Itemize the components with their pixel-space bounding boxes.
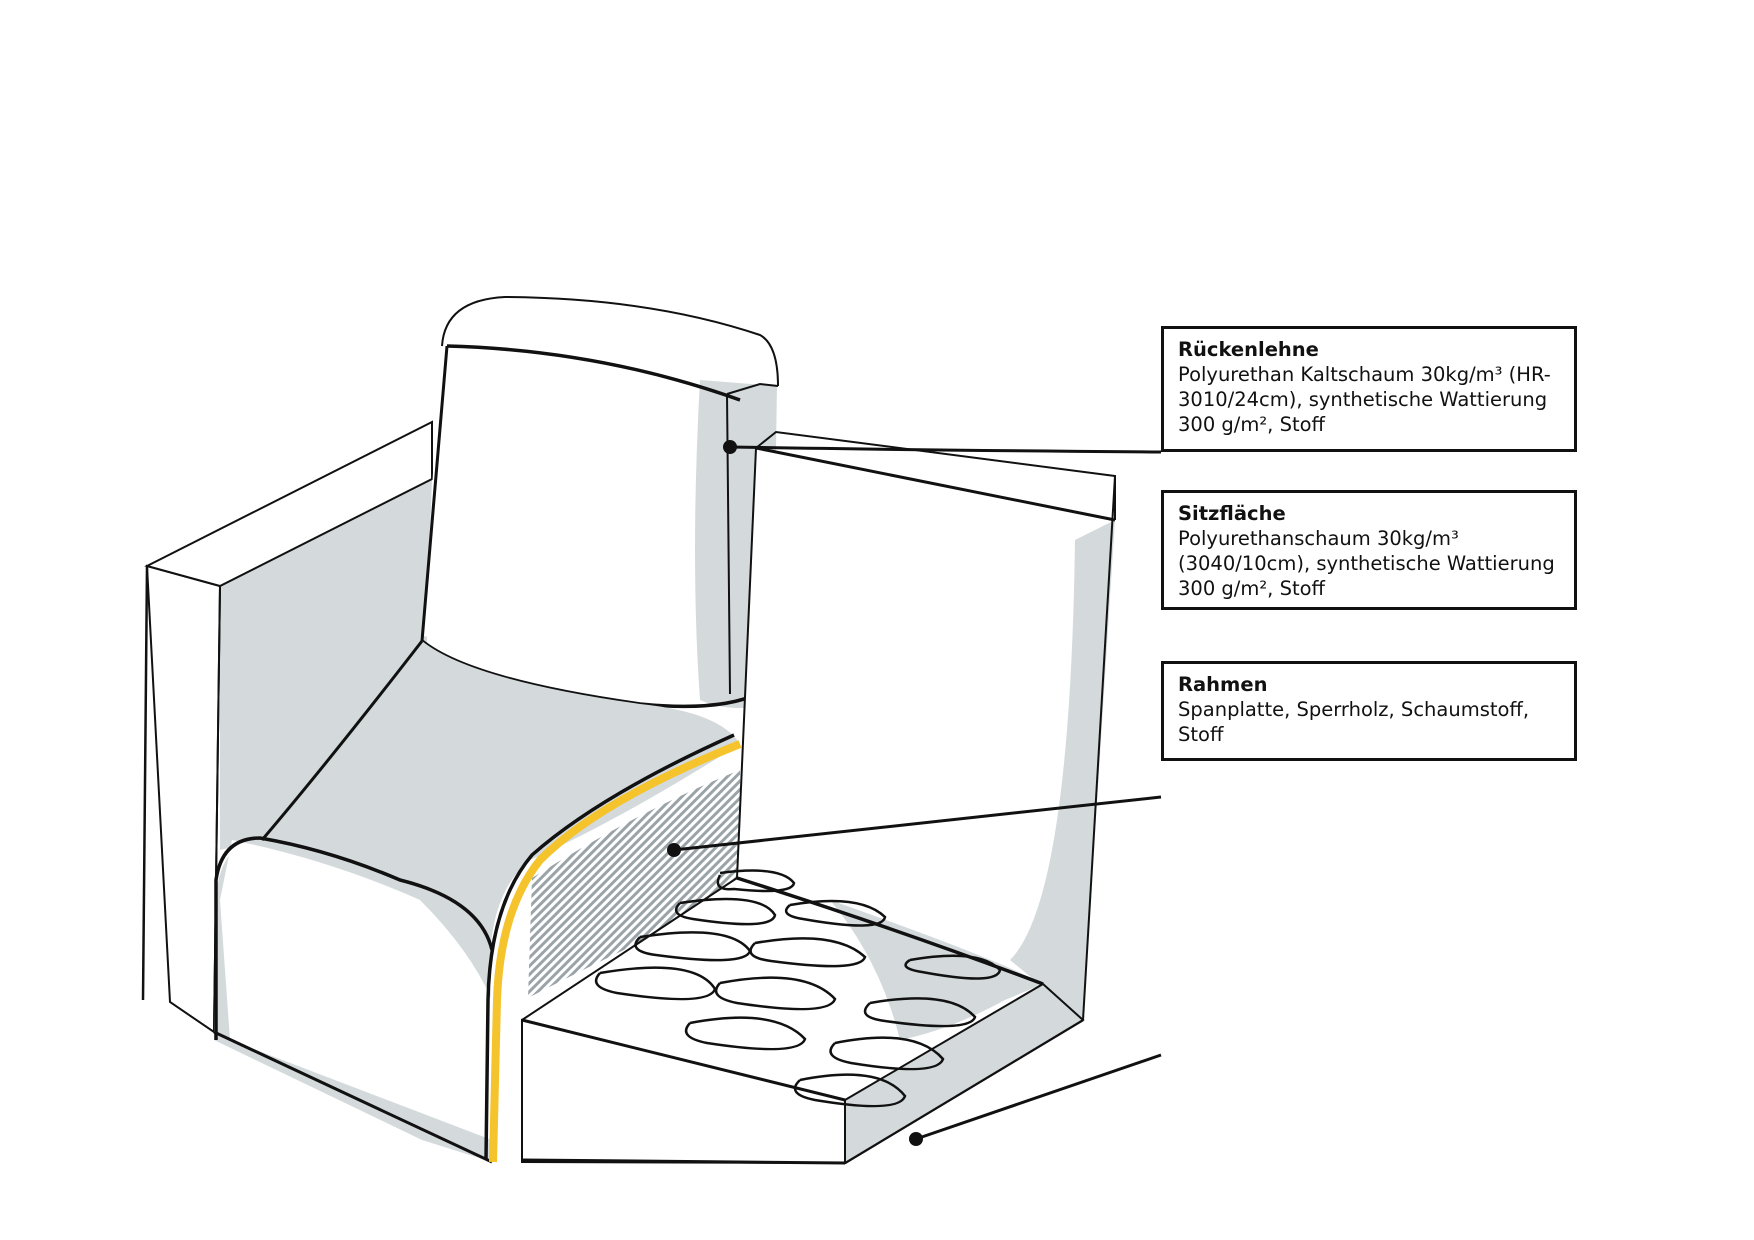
callout-frame-title: Rahmen [1178,673,1268,696]
seat-cushion [213,640,740,1164]
leader-line-seat [673,795,1162,852]
callout-backrest-description: Polyurethan Kaltschaum 30kg/m³ (HR- 3010… [1178,363,1551,436]
frame-base [521,876,1085,1165]
callout-backrest: Rückenlehne Polyurethan Kaltschaum 30kg/… [1161,326,1577,452]
springs [594,869,1002,1108]
left-armrest [141,420,433,1034]
right-armrest [736,430,1116,1165]
leader-lines [673,445,1162,1141]
backrest-cushion [420,295,779,709]
leader-line-backrest [729,445,1162,454]
callout-frame: Rahmen Spanplatte, Sperrholz, Schaumstof… [1161,661,1577,761]
leader-dots [667,440,923,1146]
dot-frame [909,1132,923,1146]
padding-layer [484,733,742,1163]
dot-backrest [723,440,737,454]
callout-backrest-title: Rückenlehne [1178,338,1319,361]
callout-seat-description: Polyurethanschaum 30kg/m³ (3040/10cm), s… [1178,527,1555,600]
leader-line-frame [915,1053,1162,1141]
callout-seat: Sitzfläche Polyurethanschaum 30kg/m³ (30… [1161,490,1577,610]
dot-seat [667,843,681,857]
callout-frame-description: Spanplatte, Sperrholz, Schaumstoff, Stof… [1178,698,1530,746]
callout-seat-title: Sitzfläche [1178,502,1286,525]
